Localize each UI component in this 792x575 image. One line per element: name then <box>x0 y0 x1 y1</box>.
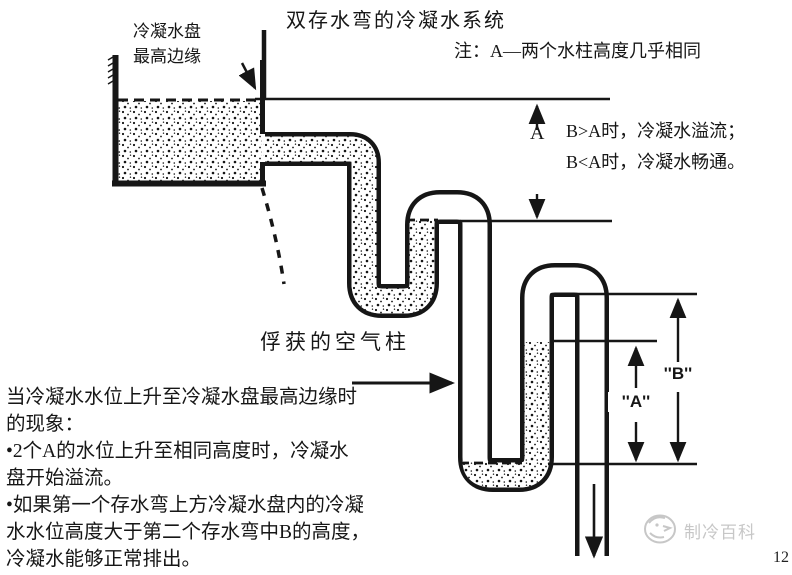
air-column-label: 俘获的空气柱 <box>260 330 410 354</box>
condensate-pan <box>107 55 266 187</box>
overflow-dashed-line <box>260 187 286 285</box>
condition-text: B>A时，冷凝水溢流； B<A时，冷凝水畅通。 <box>566 121 746 172</box>
brand-text: 制冷百科 <box>684 523 756 542</box>
pan-water <box>118 101 262 181</box>
trap-piping <box>263 132 609 556</box>
dimension-label-a-upper: A <box>530 122 545 144</box>
second-trap-water <box>462 342 550 488</box>
diagram-title: 双存水弯的冷凝水系统 <box>286 10 506 32</box>
note-text: 注：A—两个水柱高度几乎相同 <box>454 41 701 61</box>
pan-wall-hatch <box>107 56 114 85</box>
dimension-label-b-trap: ''B'' <box>650 364 706 384</box>
reference-lines <box>255 97 697 466</box>
pan-edge-pointer-arrow <box>238 62 257 91</box>
page-number: 12 <box>773 549 789 566</box>
brand-penguin-icon <box>644 514 676 544</box>
first-trap-water <box>263 136 435 314</box>
pan-edge-label: 冷凝水盘 最高边缘 <box>133 22 201 66</box>
description-text: 当冷凝水水位上升至冷凝水盘最高边缘时 的现象： •2个A的水位上升至相同高度时，… <box>6 387 371 570</box>
dimension-arrows <box>528 103 687 463</box>
dimension-label-a-trap: ''A'' <box>608 392 664 412</box>
